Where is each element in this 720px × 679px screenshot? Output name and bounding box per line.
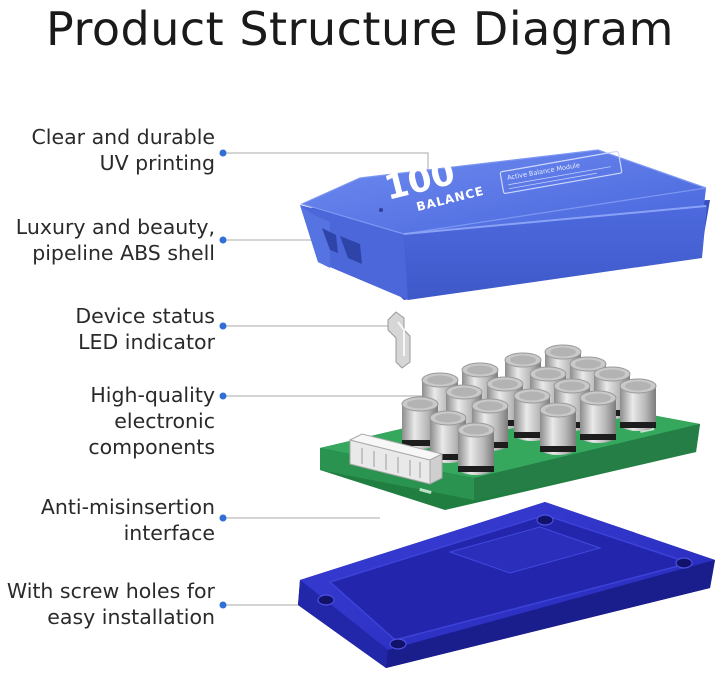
bottom-base-shell bbox=[298, 502, 715, 668]
leader-dots bbox=[219, 149, 227, 609]
callout-line: electronic bbox=[114, 409, 215, 433]
dot-interface bbox=[219, 514, 227, 522]
callout-line: With screw holes for bbox=[6, 579, 215, 603]
dot-uv bbox=[219, 149, 227, 157]
dot-components bbox=[219, 392, 227, 400]
dot-screw bbox=[219, 601, 227, 609]
dot-shell bbox=[219, 236, 227, 244]
dot-led bbox=[219, 322, 227, 330]
callout-uv-printing: Clear and durable UV printing bbox=[31, 124, 215, 176]
callout-line: components bbox=[88, 435, 215, 459]
callout-line: Device status bbox=[75, 304, 215, 328]
screw-hole bbox=[389, 638, 407, 650]
callout-screw-holes: With screw holes for easy installation bbox=[7, 578, 215, 630]
callout-line: UV printing bbox=[99, 151, 215, 175]
callout-line: Clear and durable bbox=[31, 125, 215, 149]
screw-hole bbox=[675, 557, 693, 569]
callout-line: Luxury and beauty, bbox=[15, 215, 215, 239]
led-light-pipe bbox=[387, 311, 411, 369]
callout-line: Anti-misinsertion bbox=[40, 495, 215, 519]
callout-led-indicator: Device status LED indicator bbox=[75, 303, 215, 355]
top-lid-shell: 100 BALANCE Active Balance Module bbox=[300, 149, 710, 300]
callout-line: easy installation bbox=[47, 605, 215, 629]
leader-uv bbox=[223, 152, 429, 170]
callout-line: LED indicator bbox=[78, 330, 215, 354]
callout-line: High-quality bbox=[90, 383, 215, 407]
anti-misinsertion-connector bbox=[348, 433, 444, 485]
callout-line: interface bbox=[123, 521, 215, 545]
screw-holes bbox=[317, 514, 693, 650]
page-title: Product Structure Diagram bbox=[46, 2, 674, 56]
screw-hole bbox=[536, 514, 554, 526]
callout-anti-misinsertion: Anti-misinsertion interface bbox=[41, 494, 215, 546]
callout-line: pipeline ABS shell bbox=[32, 241, 215, 265]
screw-hole bbox=[317, 594, 335, 606]
callout-abs-shell: Luxury and beauty, pipeline ABS shell bbox=[16, 214, 215, 266]
callout-electronic-components: High-quality electronic components bbox=[88, 382, 215, 460]
